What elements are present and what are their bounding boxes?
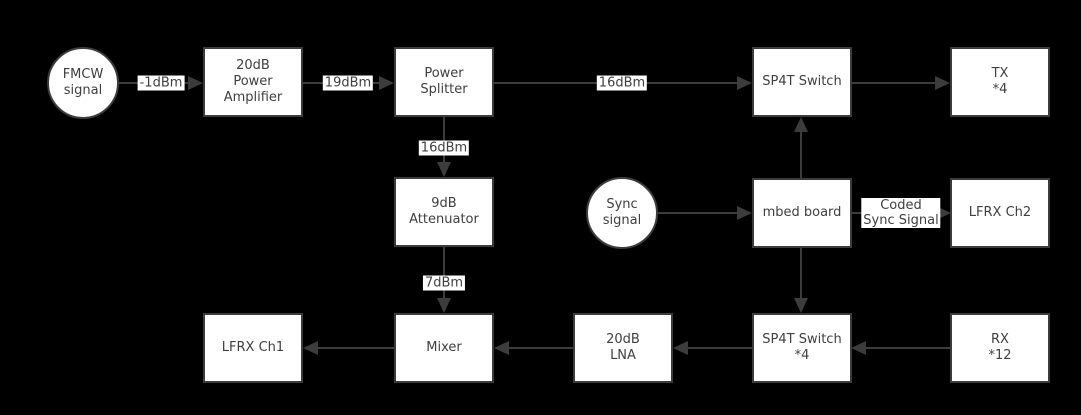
connector-attenuator-to-mixer xyxy=(443,247,445,298)
node-fmcw-signal: FMCW signal xyxy=(47,47,119,119)
arrowhead-right-icon xyxy=(188,76,203,90)
arrowhead-down-icon xyxy=(437,298,451,313)
connector-sp4t-rx-to-lna xyxy=(688,347,752,349)
arrowhead-up-icon xyxy=(794,117,808,132)
arrowhead-down-icon xyxy=(794,298,808,313)
arrowhead-left-icon xyxy=(303,341,318,355)
connector-sp4t-tx-to-tx xyxy=(851,82,935,84)
node-mixer: Mixer xyxy=(394,313,494,383)
node-power-amplifier: 20dB Power Amplifier xyxy=(203,47,303,117)
connector-rx-to-sp4t-rx xyxy=(866,347,950,349)
arrowhead-right-icon xyxy=(737,206,752,220)
edge-label-splitter-to-attenuator: 16dBm xyxy=(418,140,470,156)
arrowhead-left-icon xyxy=(494,341,509,355)
node-rx-antennas: RX *12 xyxy=(950,313,1050,383)
node-lna: 20dB LNA xyxy=(573,313,673,383)
node-power-splitter: Power Splitter xyxy=(394,47,494,117)
node-mbed-board: mbed board xyxy=(752,178,852,248)
arrowhead-left-icon xyxy=(851,341,866,355)
arrowhead-right-icon xyxy=(379,76,394,90)
node-attenuator: 9dB Attenuator xyxy=(394,177,494,247)
arrowhead-right-icon xyxy=(737,76,752,90)
edge-label-splitter-to-sp4t-tx: 16dBm xyxy=(596,75,648,91)
arrowhead-down-icon xyxy=(437,162,451,177)
connector-lna-to-mixer xyxy=(509,347,573,349)
node-lfrx-ch1: LFRX Ch1 xyxy=(203,313,303,383)
node-sync-signal: Sync signal xyxy=(586,177,658,249)
node-tx-antennas: TX *4 xyxy=(950,47,1050,117)
connector-mixer-to-lfrx-ch1 xyxy=(318,347,394,349)
node-sp4t-switch-tx: SP4T Switch xyxy=(752,47,852,117)
connector-mbed-to-sp4t-rx xyxy=(800,248,802,298)
arrowhead-right-icon xyxy=(935,76,950,90)
node-lfrx-ch2: LFRX Ch2 xyxy=(950,178,1050,248)
connector-sync-to-mbed xyxy=(658,212,737,214)
arrowhead-left-icon xyxy=(673,341,688,355)
connector-mbed-to-sp4t-tx xyxy=(800,132,802,178)
edge-label-mbed-to-lfrx-ch2: Coded Sync Signal xyxy=(861,198,941,228)
edge-label-pa-to-splitter: 19dBm xyxy=(322,75,374,91)
edge-label-attenuator-to-mixer: 7dBm xyxy=(422,275,466,291)
edge-label-fmcw-to-pa: -1dBm xyxy=(137,75,185,91)
connector-splitter-to-attenuator xyxy=(443,117,445,162)
node-sp4t-switch-rx: SP4T Switch *4 xyxy=(752,313,852,383)
